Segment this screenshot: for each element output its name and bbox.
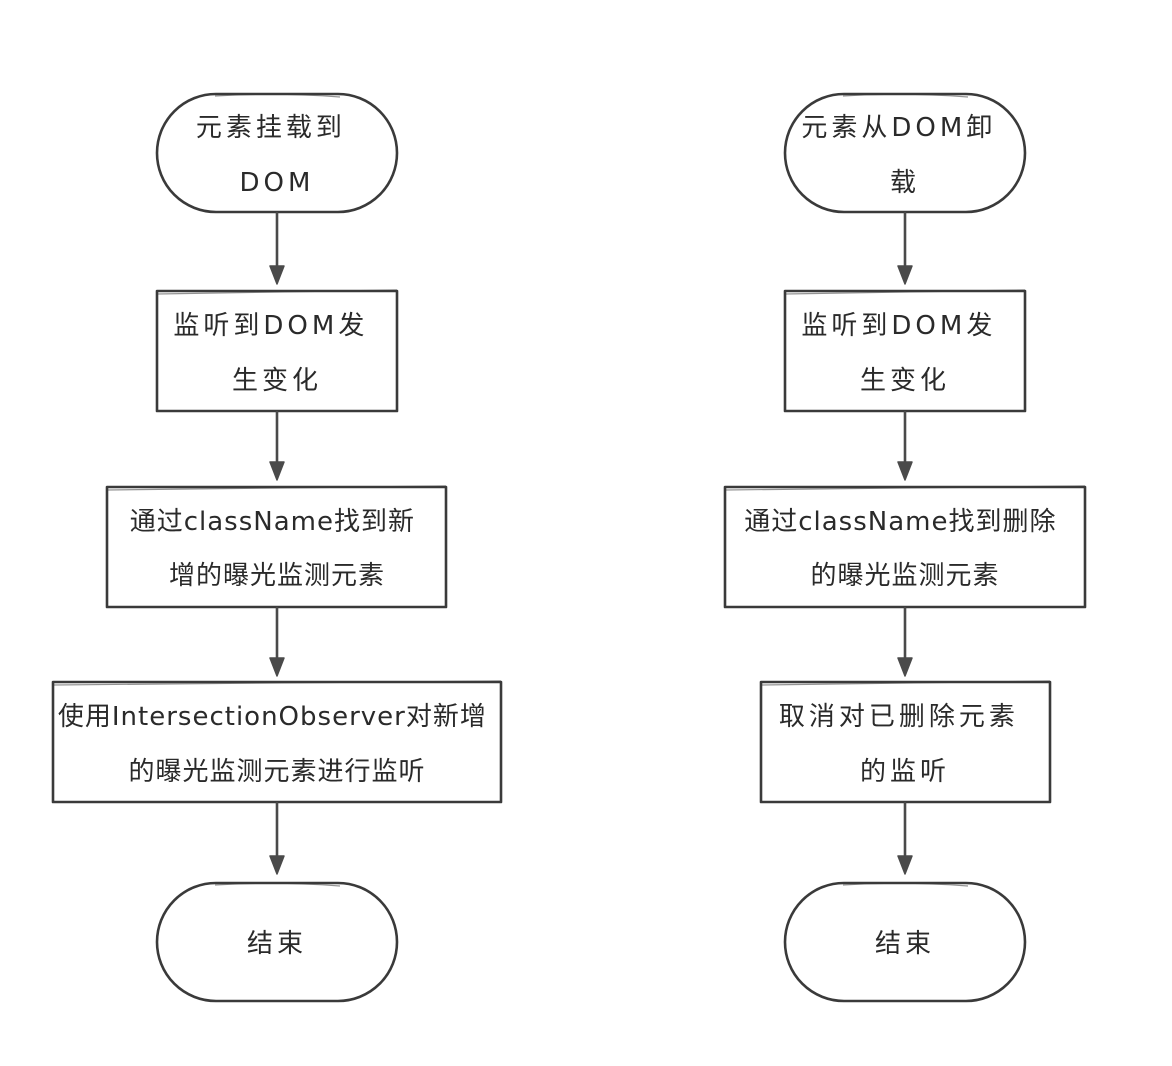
svg-text:使用IntersectionObserver对新增: 使用IntersectionObserver对新增 的曝光监测元素进行监听 [58, 702, 496, 787]
right-arrow-3 [897, 606, 913, 677]
left-step2-line-2: 增的曝光监测元素 [169, 561, 385, 591]
right-flow: 元素从DOM卸 载 监听到DOM发 生变化 通过className找到删除 [723, 92, 1087, 1003]
right-step2-line-2: 的曝光监测元素 [810, 561, 999, 591]
right-arrow-1 [897, 211, 913, 285]
right-step2-line-1: 通过className找到删除 [744, 507, 1056, 537]
left-step3-node: 使用IntersectionObserver对新增 的曝光监测元素进行监听 [51, 680, 503, 804]
left-flow: 元素挂载到 DOM 监听到DOM发 生变化 通过c [51, 92, 503, 1003]
left-step1-node: 监听到DOM发 生变化 [155, 289, 399, 413]
svg-text:通过className找到新 增的曝光监测元: 通过className找到新 增的曝光监测元素 [130, 507, 425, 591]
left-end-node: 结束 [155, 881, 399, 1003]
right-arrow-2 [897, 410, 913, 481]
left-arrow-1 [269, 211, 285, 285]
left-arrow-2 [269, 410, 285, 481]
left-step2-node: 通过className找到新 增的曝光监测元素 [105, 485, 448, 609]
svg-text:监听到DOM发 生变化: 监听到DOM发 生变化 [801, 311, 1008, 396]
right-step3-line-2: 的监听 [860, 757, 950, 787]
right-start-node: 元素从DOM卸 载 [783, 92, 1027, 214]
right-step1-line-2: 生变化 [860, 366, 950, 396]
left-arrow-4 [269, 801, 285, 875]
right-step1-node: 监听到DOM发 生变化 [783, 289, 1027, 413]
left-step1-line-1: 监听到DOM发 [173, 311, 368, 341]
left-step3-line-2: 的曝光监测元素进行监听 [128, 757, 425, 787]
right-step2-node: 通过className找到删除 的曝光监测元素 [723, 485, 1087, 609]
svg-text:监听到DOM发 生变化: 监听到DOM发 生变化 [173, 311, 380, 396]
left-start-line-2: DOM [240, 168, 315, 198]
right-end-node: 结束 [783, 881, 1027, 1003]
right-step1-line-1: 监听到DOM发 [801, 311, 996, 341]
left-arrow-3 [269, 606, 285, 677]
svg-text:结束: 结束 [875, 929, 935, 959]
left-end-label: 结束 [247, 929, 307, 959]
left-step3-line-1: 使用IntersectionObserver对新增 [58, 702, 487, 732]
svg-text:结束: 结束 [247, 929, 307, 959]
left-start-line-1: 元素挂载到 [196, 113, 346, 143]
right-arrow-4 [897, 801, 913, 875]
svg-text:取消对已删除元素 的监听: 取消对已删除元素 的监听 [779, 702, 1031, 787]
right-start-line-2: 载 [890, 168, 920, 198]
right-step3-line-1: 取消对已删除元素 [779, 702, 1019, 732]
right-start-line-1: 元素从DOM卸 [801, 113, 996, 143]
svg-text:通过className找到删除 的曝光监测元: 通过className找到删除 的曝光监测元素 [744, 507, 1066, 591]
svg-text:元素挂载到 DOM: 元素挂载到 DOM [196, 113, 358, 198]
left-step1-line-2: 生变化 [232, 366, 322, 396]
svg-text:元素从DOM卸 载: 元素从DOM卸 载 [801, 113, 1008, 198]
right-end-label: 结束 [875, 929, 935, 959]
left-start-node: 元素挂载到 DOM [155, 92, 399, 214]
right-step3-node: 取消对已删除元素 的监听 [759, 680, 1052, 804]
left-step2-line-1: 通过className找到新 [130, 507, 415, 537]
